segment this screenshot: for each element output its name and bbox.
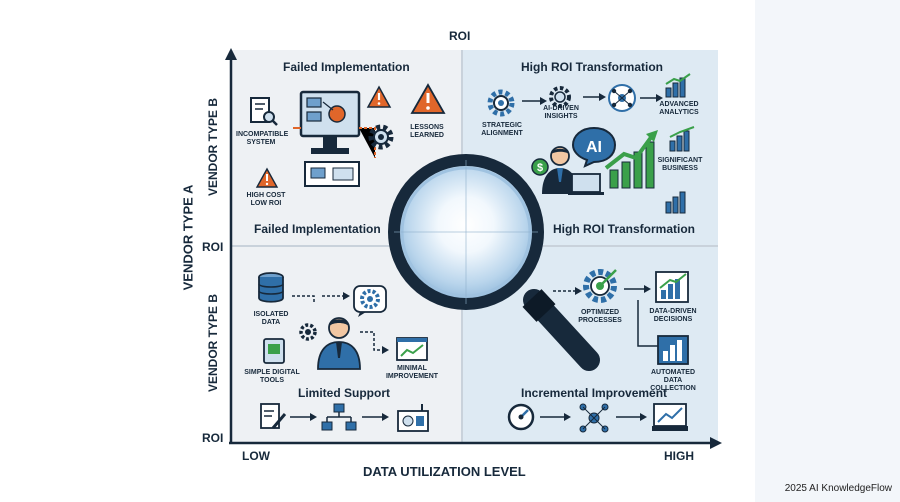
tr-title: High ROI Transformation [521,60,664,74]
arrow-right-icon [624,285,651,293]
rising-bars-arrow-icon [604,130,658,189]
dashed-arrow-icon [360,331,389,354]
tr-label-significant: SIGNIFICANT BUSINESS [657,157,703,172]
gear-icon [368,124,394,150]
tl-label-highcost: HIGH COST LOW ROI [246,192,286,207]
dollar-coin-icon: $ [531,158,549,176]
magnifying-glass-icon [388,154,600,371]
tr-label-strategic: STRATEGIC ALIGNMENT [481,122,523,137]
x-axis-low-label: LOW [242,449,270,463]
monitor-growth-icon [396,337,428,361]
bl-label-simple-tools: SIMPLE DIGITAL TOOLS [244,369,300,384]
gauge-device-icon [397,404,429,432]
y-axis-title: VENDOR TYPE A [180,184,196,291]
network-nodes-icon [579,403,609,433]
small-warning-icon [255,167,279,188]
top-roi-label: ROI [449,29,471,43]
ai-speech-bubble-icon: AI [571,126,617,168]
ai-badge-text: AI [586,139,602,156]
bl-label-isolated: ISOLATED DATA [253,311,289,326]
x-axis-high-label: HIGH [664,449,694,463]
database-icon [258,272,284,303]
tr-label-advanced: ADVANCED ANALYTICS [659,101,699,116]
side-panel [755,0,900,502]
speedometer-icon [507,403,535,431]
arrow-right-icon [640,94,663,102]
warning-triangle-icon [366,85,392,108]
tl-bottom-title: Failed Implementation [254,222,381,236]
tr-bottom-title: High ROI Transformation [553,222,696,236]
x-axis-title: DATA UTILIZATION LEVEL [363,464,526,479]
y-axis-lower-label: VENDOR TYPE B [206,294,220,393]
tl-title: Failed Implementation [283,60,410,74]
dashboard-monitor-icon [652,403,688,431]
credit-text: 2025 AI KnowledgeFlow [784,483,892,494]
dollar-sign-text: $ [537,162,543,174]
neural-network-icon [608,84,636,112]
analytics-chart-icon [655,271,689,303]
hierarchy-icon [321,403,357,431]
bl-label-minimal: MINIMAL IMPROVEMENT [385,365,439,380]
roi-mid-label: ROI [202,240,224,254]
arrow-right-icon [362,413,389,421]
bar-chart-small-icon [665,191,686,214]
arrow-right-icon [583,93,606,101]
arrow-right-icon [522,97,547,105]
tablet-icon [263,338,285,364]
gear-icon [549,86,571,108]
tl-label-incompatible: INCOMPATIBLE SYSTEM [236,131,289,146]
arrow-right-icon [290,413,317,421]
strategy-gear-icon [487,89,515,117]
roi-bottom-label: ROI [202,431,224,445]
gear-speech-bubble-icon [353,285,387,317]
br-label-optimized: OPTIMIZED PROCESSES [578,309,622,324]
br-label-data-driven: DATA-DRIVEN DECISIONS [649,308,697,323]
dashed-arrow-icon [292,292,350,304]
tr-label-ai-insights: AI-DRIVEN INSIGHTS [543,105,579,120]
tl-label-lessons: LESSONS LEARNED [410,124,444,139]
target-gear-icon [583,269,617,303]
dashed-arrow-icon [553,287,582,295]
gear-icon [299,323,317,341]
document-search-icon [250,97,278,126]
arrow-right-icon [540,413,571,421]
bar-chart-icon [665,73,691,98]
computer-system-icon [293,90,376,187]
arrow-right-icon [616,413,647,421]
automation-chart-icon [657,335,689,365]
document-pen-icon [260,403,287,429]
br-title: Incremental Improvement [521,386,668,400]
businessman-laptop-icon [542,146,604,195]
warning-triangle-large-icon [410,83,446,114]
growth-chart-icon [669,126,695,152]
y-axis-upper-label: VENDOR TYPE B [206,98,220,197]
br-label-automated: AUTOMATED DATA COLLECTION [650,369,696,392]
bl-title: Limited Support [298,386,390,400]
businessman-icon [317,317,361,370]
